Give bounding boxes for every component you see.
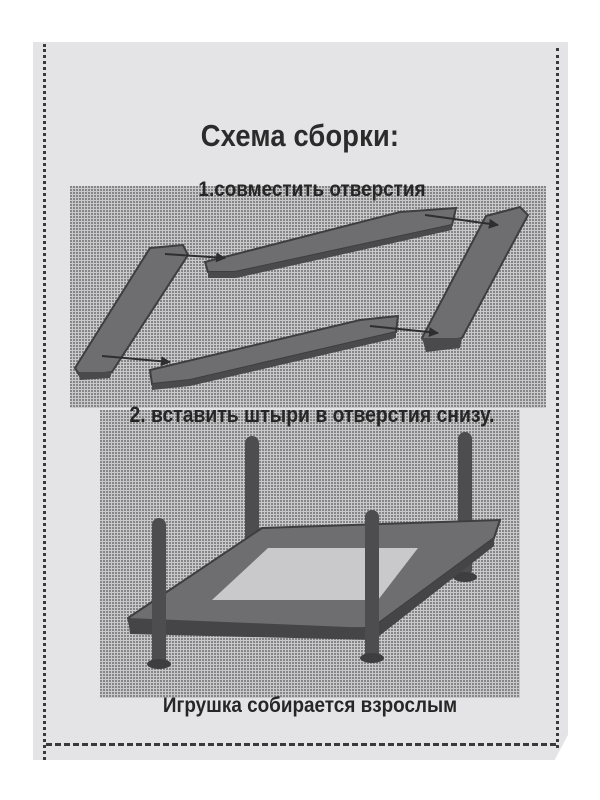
peg-front-left-icon bbox=[152, 518, 166, 668]
peg-front-right-icon bbox=[365, 510, 379, 662]
arrow-icon bbox=[164, 252, 226, 263]
page-title: Схема сборки: bbox=[200, 118, 400, 153]
step-2-label: 2. вставить штыри в отверстия снизу. bbox=[129, 402, 495, 427]
plank-top-icon bbox=[203, 206, 458, 278]
plank-bottom-icon bbox=[148, 314, 400, 390]
step-1-label: 1.совместить отверстия bbox=[198, 178, 426, 201]
left-dotted-cut-line bbox=[43, 44, 46, 760]
plank-right-icon bbox=[420, 205, 530, 352]
bottom-dotted-cut-line bbox=[46, 743, 556, 746]
plank-left-icon bbox=[73, 243, 190, 380]
arrow-icon bbox=[101, 355, 171, 367]
right-dotted-cut-line bbox=[556, 48, 559, 748]
arrow-icon bbox=[424, 214, 499, 229]
adult-assembly-note: Игрушка собирается взрослым bbox=[162, 694, 458, 717]
arrow-icon bbox=[369, 325, 439, 338]
